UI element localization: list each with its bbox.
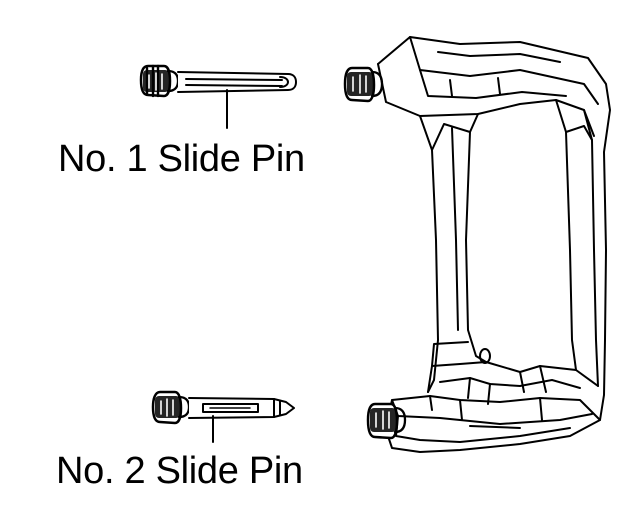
slide-pin-2-label: No. 2 Slide Pin <box>56 450 303 492</box>
bracket-boot-bottom <box>366 402 407 440</box>
caliper-bracket <box>377 36 611 453</box>
slide-pin-1-label: No. 1 Slide Pin <box>58 138 305 180</box>
slide-pin-2-boot <box>151 390 191 425</box>
slide-pin-2-shaft <box>188 397 295 419</box>
slide-pin-1-shaft <box>177 71 297 93</box>
bracket-boot-top <box>343 66 384 103</box>
slide-pin-1 <box>139 64 297 129</box>
slide-pin-1-boot <box>139 64 180 98</box>
slide-pin-2 <box>151 390 295 443</box>
